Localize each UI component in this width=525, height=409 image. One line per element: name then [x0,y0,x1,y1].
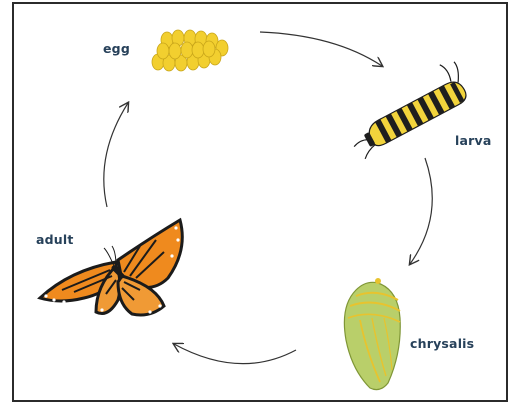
arrow-larva-to-chrysalis [410,158,432,264]
stage-label-adult: adult [36,232,74,247]
stage-label-egg: egg [103,41,130,56]
arrow-adult-to-egg [104,103,128,207]
arrow-egg-to-larva [260,32,382,66]
egg-cluster-illustration [152,30,228,71]
stage-label-chrysalis: chrysalis [410,336,474,351]
chrysalis-illustration [344,278,400,390]
arrow-chrysalis-to-adult [174,344,296,364]
stage-label-larva: larva [455,133,491,148]
